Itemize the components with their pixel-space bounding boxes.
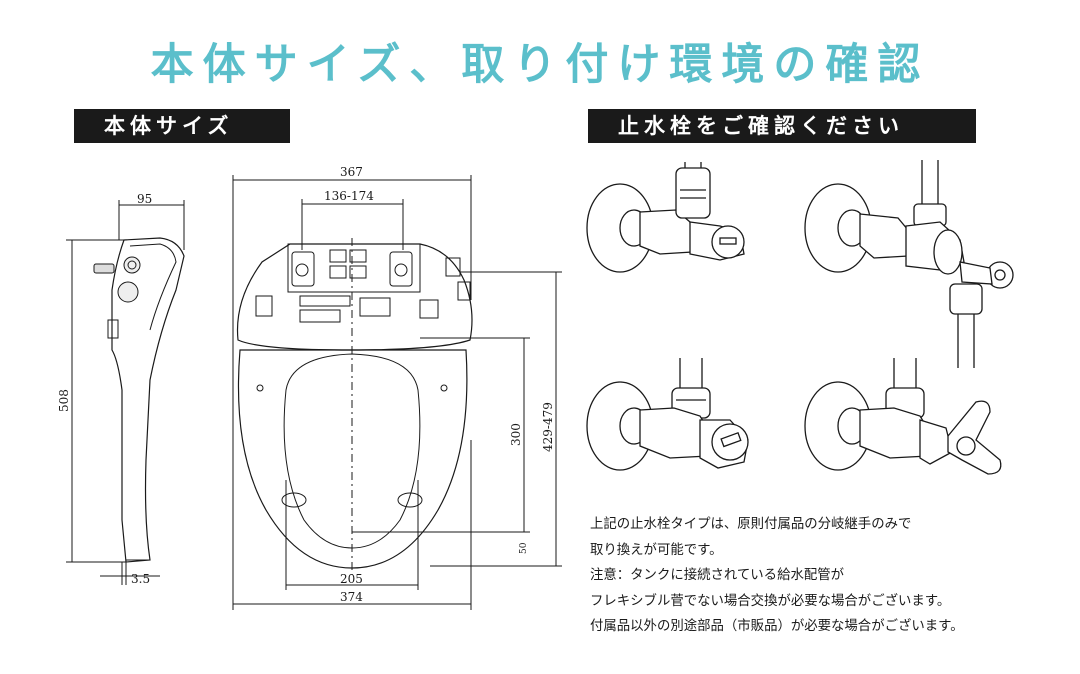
dim-top-width: 367	[340, 165, 363, 179]
note-line: 上記の止水栓タイプは、原則付属品の分岐継手のみで	[590, 517, 912, 532]
note-line: 注意：タンクに接続されている給水配管が	[590, 568, 845, 584]
note-line: フレキシブル菅でない場合交換が必要な場合がございます。	[590, 593, 951, 609]
dim-bottom-offset: 50	[519, 542, 529, 554]
dim-side-height: 508	[57, 389, 71, 412]
side-view-drawing	[66, 200, 185, 585]
dim-seat-width: 205	[340, 572, 363, 586]
dim-total-length: 429-479	[541, 402, 555, 452]
dim-seat-length: 300	[509, 423, 523, 446]
dim-inlet-span: 136-174	[324, 189, 374, 203]
valve-illustration-1	[586, 162, 745, 273]
valve-illustration-4	[804, 358, 1002, 475]
section-header-valve: 止水栓をご確認ください	[588, 109, 976, 143]
dim-base-width: 374	[340, 590, 363, 604]
dim-side-depth: 95	[137, 192, 152, 206]
note-line: 取り換えが可能です。	[590, 542, 723, 558]
valve-note: 上記の止水栓タイプは、原則付属品の分岐継手のみで 取り換えが可能です。 注意：タ…	[590, 512, 1070, 640]
valve-illustration-2	[804, 160, 1014, 368]
section-header-size: 本体サイズ	[74, 109, 290, 143]
page-title: 本体サイズ、取り付け環境の確認	[150, 40, 930, 90]
dim-side-offset: 3.5	[131, 572, 150, 586]
top-view-drawing	[232, 175, 562, 610]
valve-illustration-3	[586, 358, 749, 471]
note-line: 付属品以外の別途部品（市販品）が必要な場合がございます。	[590, 619, 964, 635]
